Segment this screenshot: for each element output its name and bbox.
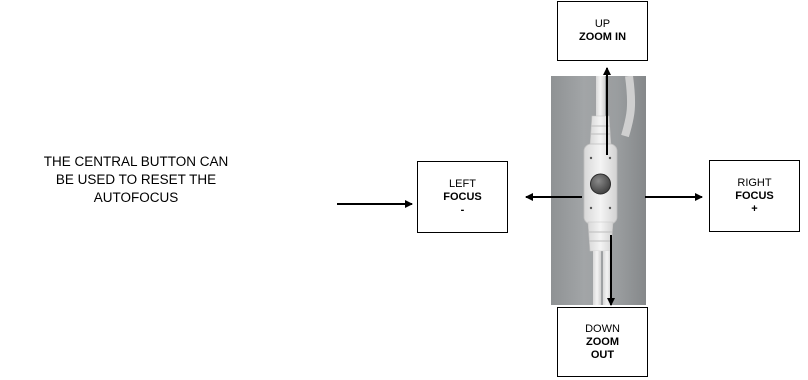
right-direction: RIGHT: [737, 176, 772, 189]
note-line-2: BE USED TO RESET THE: [55, 172, 217, 187]
right-sign: +: [751, 202, 758, 215]
right-action: FOCUS: [735, 189, 774, 202]
up-direction: UP: [594, 18, 611, 30]
right-label-box: RIGHT FOCUS +: [709, 160, 800, 232]
up-action: ZOOM IN: [578, 31, 627, 43]
down-action-line-2: OUT: [590, 348, 615, 361]
left-action: FOCUS: [443, 190, 482, 203]
top-cable: [596, 76, 605, 116]
note-line-1: THE CENTRAL BUTTON CAN: [43, 154, 229, 169]
down-label-box: DOWN ZOOM OUT: [557, 307, 648, 377]
central-button: [590, 173, 611, 195]
note-line-3: AUTOFOCUS: [93, 190, 179, 205]
down-action-line-1: ZOOM: [586, 335, 619, 348]
down-direction: DOWN: [585, 322, 620, 335]
left-label-box: LEFT FOCUS -: [417, 161, 508, 233]
control-pad-photo: [551, 76, 646, 305]
central-button-note: THE CENTRAL BUTTON CAN BE USED TO RESET …: [0, 153, 272, 207]
left-direction: LEFT: [449, 177, 476, 190]
left-sign: -: [460, 203, 465, 216]
up-label-box: UP ZOOM IN: [557, 1, 648, 61]
